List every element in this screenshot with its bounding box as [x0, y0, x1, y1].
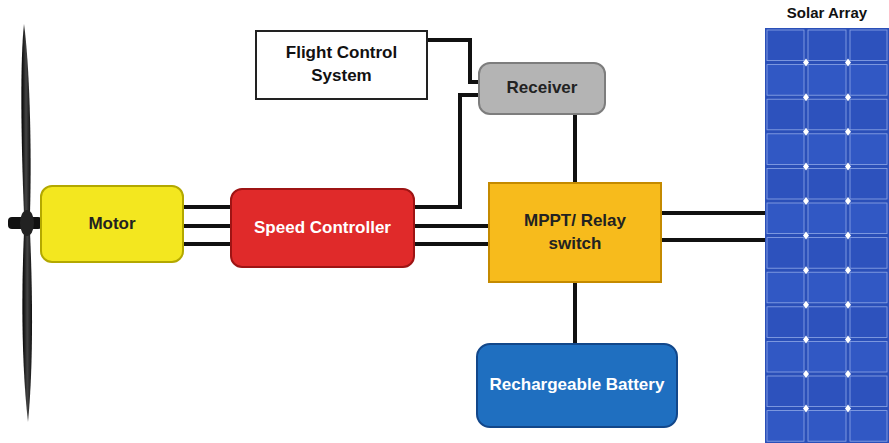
- box-label: Rechargeable Battery: [490, 374, 665, 397]
- wire-connector: [415, 226, 488, 244]
- wire-connector: [184, 207, 230, 244]
- battery-box: Rechargeable Battery: [476, 343, 678, 428]
- controller-box: Speed Controller: [230, 188, 415, 268]
- propeller-hub: [20, 210, 34, 236]
- box-label: Motor: [88, 213, 135, 236]
- propeller-blade: [22, 232, 32, 422]
- box-label: Speed Controller: [254, 217, 391, 240]
- array-heading: Solar Array: [765, 4, 889, 22]
- box-label: Flight Control System: [267, 42, 416, 88]
- propeller-blade: [21, 24, 30, 214]
- motor-box: Motor: [40, 185, 184, 263]
- wire-connector: [428, 40, 478, 82]
- box-label: Receiver: [507, 77, 578, 100]
- solar-panel: [765, 28, 889, 443]
- receiver-box: Receiver: [478, 62, 606, 115]
- wire-connector: [662, 213, 765, 240]
- wire-connector: [573, 115, 577, 182]
- solar-array: Solar Array: [765, 0, 889, 443]
- wire-connector: [573, 283, 577, 343]
- mppt-box: MPPT/ Relay switch: [488, 182, 662, 283]
- wire-connector: [415, 95, 478, 207]
- box-label: MPPT/ Relay switch: [500, 210, 650, 256]
- system-box: Flight Control System: [255, 30, 428, 100]
